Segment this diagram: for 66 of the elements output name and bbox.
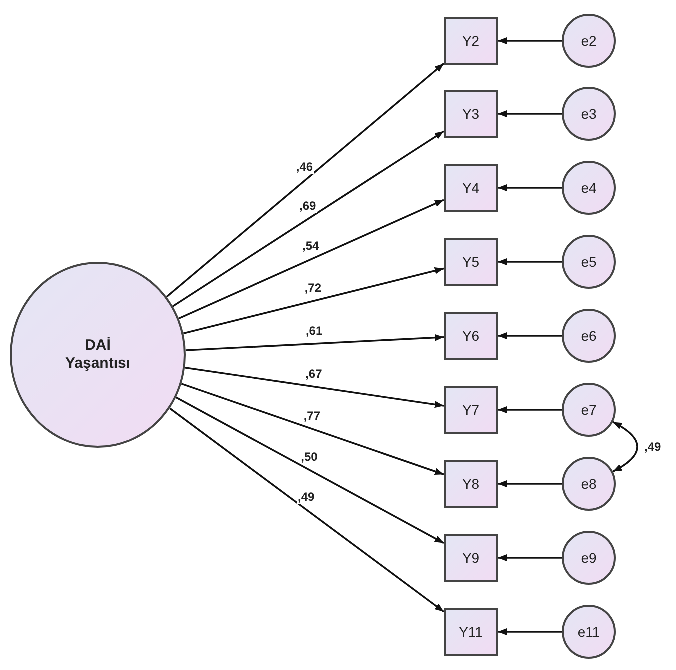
observed-variable-box	[444, 90, 498, 138]
node-label: Y7	[462, 402, 480, 418]
arrow	[498, 628, 562, 636]
node-label: Y3	[462, 106, 480, 122]
observed-variable-box	[444, 608, 498, 656]
node-label: e4	[581, 180, 597, 196]
arrow	[169, 408, 445, 613]
node-label: Y9	[462, 550, 480, 566]
edge-label: ,77	[302, 409, 322, 424]
arrow	[498, 554, 562, 562]
edge-label: ,49	[297, 490, 316, 504]
edge-label: ,69	[298, 198, 318, 213]
error-term-circle	[562, 14, 616, 68]
observed-variable-box	[444, 534, 498, 582]
observed-variable-box	[444, 238, 498, 286]
arrow	[498, 480, 562, 488]
node-label: Y4	[462, 180, 480, 196]
error-term-circle	[562, 605, 616, 659]
arrow	[498, 110, 562, 118]
arrow	[183, 267, 444, 335]
arrow	[178, 199, 444, 320]
edge-label: ,46	[295, 160, 314, 174]
observed-variable-box	[444, 164, 498, 212]
arrow	[498, 258, 562, 266]
observed-variable-box	[444, 460, 498, 508]
error-term-circle	[562, 383, 616, 437]
edge-label: ,72	[304, 281, 322, 296]
arrow	[498, 332, 562, 340]
node-label: e8	[581, 476, 597, 492]
node-label: Y11	[459, 624, 483, 640]
arrow	[185, 366, 444, 408]
error-term-circle	[562, 87, 616, 141]
node-label: e9	[581, 550, 597, 566]
error-term-circle	[562, 161, 616, 215]
error-term-circle	[562, 531, 616, 585]
arrow	[176, 396, 444, 544]
edge-label: ,67	[304, 366, 324, 381]
arrow	[186, 334, 444, 352]
edge-label: ,49	[644, 440, 662, 454]
arrow	[181, 383, 444, 476]
edge-label: ,61	[304, 324, 324, 338]
arrow	[166, 63, 445, 298]
edge-label: ,50	[300, 450, 319, 464]
arrow	[498, 406, 562, 414]
node-label: DAİ Yaşantısı	[64, 337, 132, 373]
observed-variable-box	[444, 17, 498, 65]
arrow	[498, 184, 562, 192]
error-term-circle	[562, 309, 616, 363]
node-label: e11	[578, 624, 600, 640]
node-label: e5	[581, 254, 597, 270]
error-term-circle	[562, 457, 616, 511]
edge-label: ,54	[302, 239, 320, 254]
node-label: Y6	[462, 328, 480, 344]
observed-variable-box	[444, 386, 498, 434]
arrow	[498, 38, 562, 44]
node-label: Y5	[462, 254, 480, 270]
node-label: e2	[581, 33, 597, 49]
node-label: e3	[581, 106, 597, 122]
covariance-arrow	[612, 421, 638, 473]
arrow	[172, 130, 444, 308]
node-label: Y2	[462, 33, 480, 49]
node-label: Y8	[462, 476, 480, 492]
error-term-circle	[562, 235, 616, 289]
observed-variable-box	[444, 312, 498, 360]
node-label: e7	[581, 402, 597, 418]
node-label: e6	[581, 328, 597, 344]
